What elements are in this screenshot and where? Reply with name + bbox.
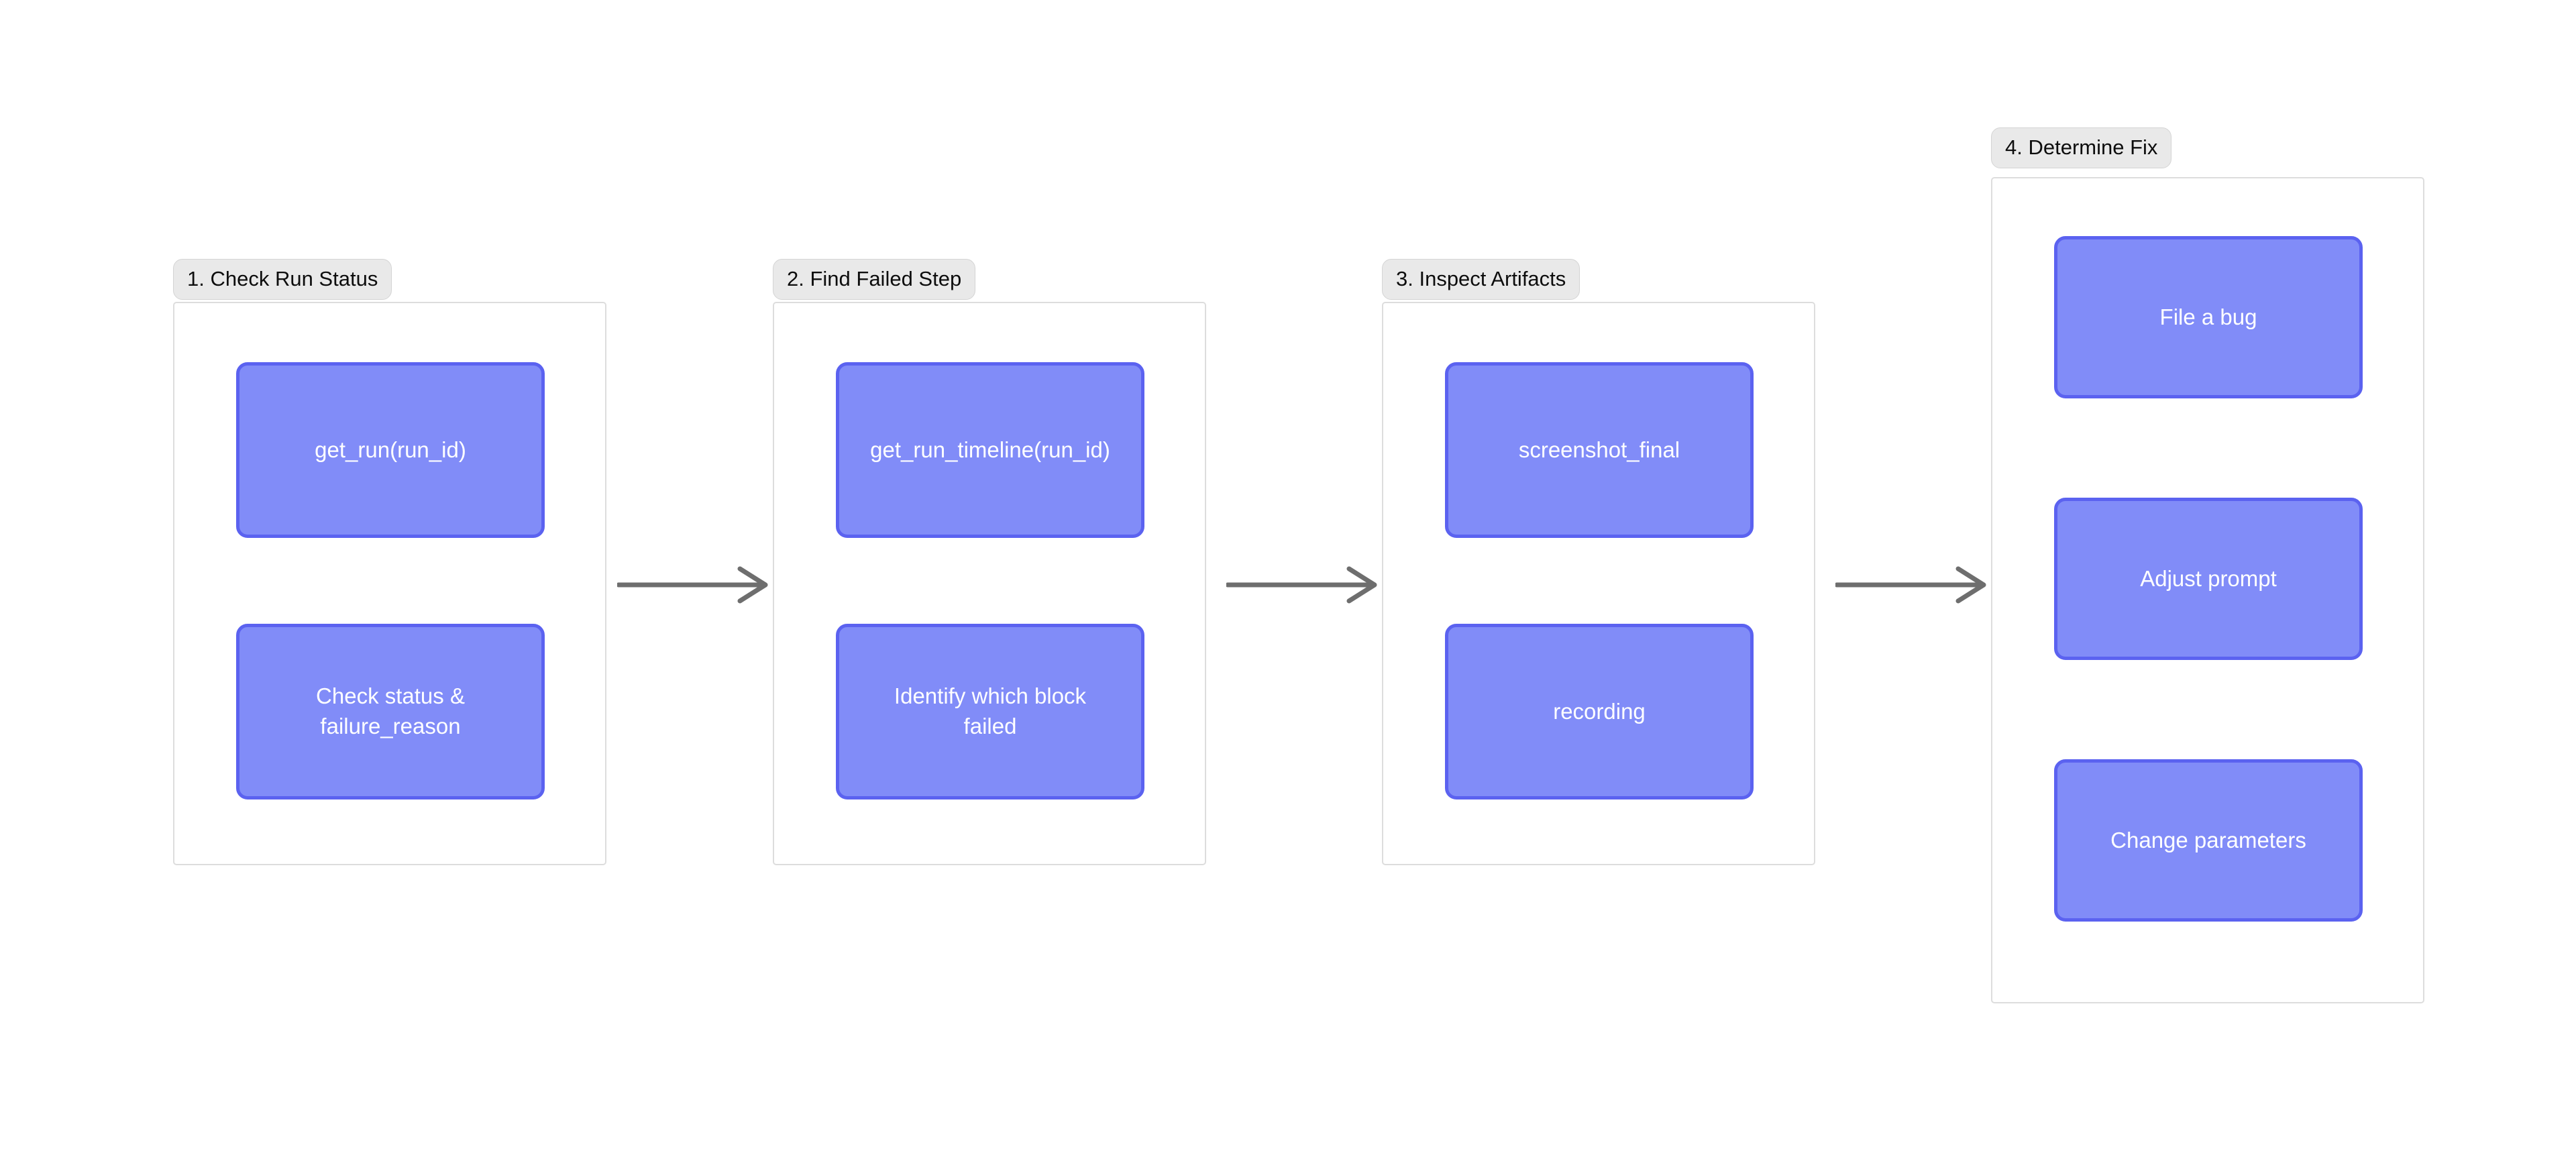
flow-node-label: Change parameters (2110, 827, 2306, 852)
group-label-badge: 3. Inspect Artifacts (1382, 259, 1580, 300)
flow-node[interactable]: Identify which block failed (836, 624, 1144, 799)
flow-node-label: Check status & failure_reason (316, 683, 465, 738)
flow-node-label: Identify which block failed (894, 683, 1087, 738)
group-container: get_run(run_id) Check status & failure_re… (173, 302, 606, 865)
flow-node-label: File a bug (2159, 304, 2257, 329)
group-label-badge: 1. Check Run Status (173, 259, 392, 300)
diagram-group: 1. Check Run Status get_run(run_id) Check … (173, 259, 606, 865)
group-container: screenshot_final recording (1382, 302, 1815, 865)
flow-node-label: Adjust prompt (2140, 565, 2277, 591)
flow-node[interactable]: File a bug (2054, 236, 2363, 398)
group-label-badge: 2. Find Failed Step (773, 259, 976, 300)
flow-node-label: get_run(run_id) (315, 437, 466, 462)
flow-node-label: recording (1553, 698, 1646, 724)
flow-node[interactable]: get_run(run_id) (236, 362, 545, 538)
flow-node-label: screenshot_final (1518, 437, 1680, 462)
flow-node[interactable]: recording (1445, 624, 1754, 799)
flow-arrow-icon (1225, 563, 1377, 606)
flow-arrow-icon (1834, 563, 1986, 606)
group-label-badge: 4. Determine Fix (1991, 127, 2172, 168)
flow-node[interactable]: screenshot_final (1445, 362, 1754, 538)
flow-node[interactable]: Adjust prompt (2054, 498, 2363, 660)
flow-node[interactable]: Change parameters (2054, 759, 2363, 922)
group-container: get_run_timeline(run_id) Identify which b… (773, 302, 1206, 865)
flow-arrow-icon (616, 563, 768, 606)
flow-node[interactable]: Check status & failure_reason (236, 624, 545, 799)
flow-node-label: get_run_timeline(run_id) (870, 437, 1110, 462)
flow-node[interactable]: get_run_timeline(run_id) (836, 362, 1144, 538)
